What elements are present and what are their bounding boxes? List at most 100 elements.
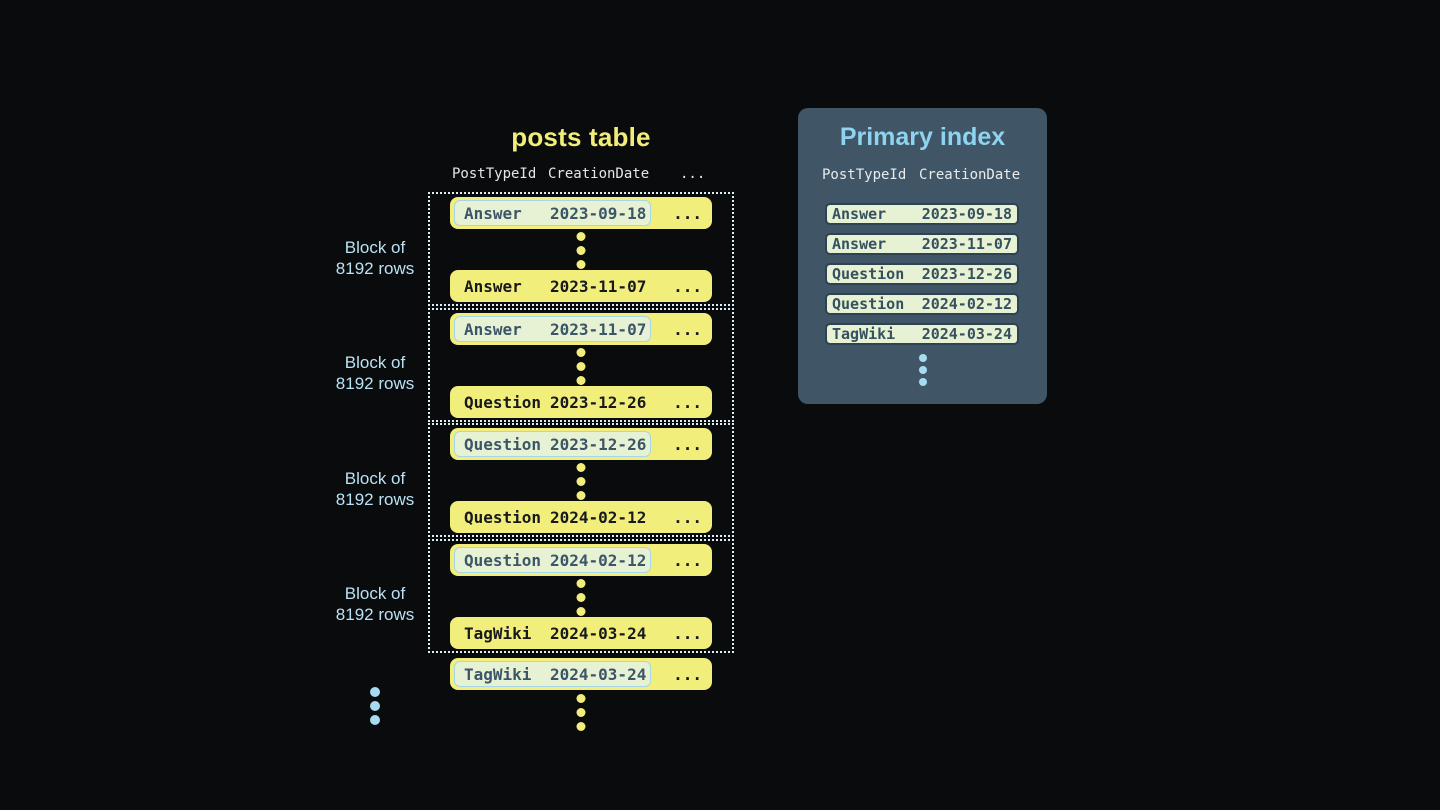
row-block: Question 2023-12-26 ... Question 2024-02… bbox=[428, 423, 734, 537]
row-posttypeid: Question bbox=[464, 550, 542, 570]
column-header-posttypeid: PostTypeId bbox=[452, 166, 537, 182]
row-block: Question 2024-02-12 ... TagWiki 2024-03-… bbox=[428, 539, 734, 653]
table-row: Answer 2023-09-18 ... bbox=[450, 197, 712, 229]
block-label: Block of 8192 rows bbox=[300, 352, 450, 394]
row-posttypeid: TagWiki bbox=[464, 664, 532, 684]
block-label: Block of 8192 rows bbox=[300, 583, 450, 625]
dot bbox=[576, 579, 586, 588]
dot bbox=[576, 694, 586, 703]
dot bbox=[370, 715, 380, 725]
block-label-line2: 8192 rows bbox=[335, 259, 415, 278]
row-highlight-box: Question 2023-12-26 bbox=[454, 431, 651, 457]
index-posttypeid: Answer bbox=[832, 205, 887, 223]
block-label-line1: Block of bbox=[344, 353, 406, 372]
dot bbox=[918, 366, 927, 374]
row-creationdate: 2024-03-24 bbox=[550, 664, 647, 684]
table-row: Question 2023-12-26 ... bbox=[450, 386, 712, 418]
row-highlight-box: Question 2024-02-12 bbox=[454, 547, 651, 573]
row-posttypeid: Question bbox=[464, 507, 542, 527]
row-creationdate: 2024-03-24 bbox=[550, 623, 647, 643]
dot bbox=[576, 376, 586, 385]
row-highlight-box: Answer 2023-09-18 bbox=[454, 200, 651, 226]
row-ellipsis: ... bbox=[673, 507, 702, 527]
index-row: Answer 2023-11-07 bbox=[825, 233, 1019, 255]
index-continues-dots bbox=[918, 354, 927, 386]
table-row: TagWiki 2024-03-24 ... bbox=[450, 658, 712, 690]
dot bbox=[576, 348, 586, 357]
column-header-more: ... bbox=[680, 166, 706, 182]
block-label-line1: Block of bbox=[344, 469, 406, 488]
dot bbox=[576, 593, 586, 602]
table-row: Question 2023-12-26 ... bbox=[450, 428, 712, 460]
row-posttypeid: Question bbox=[464, 434, 542, 454]
row-creationdate: 2023-11-07 bbox=[550, 276, 647, 296]
table-row: Question 2024-02-12 ... bbox=[450, 501, 712, 533]
index-posttypeid: Question bbox=[832, 295, 905, 313]
row-block: Answer 2023-11-07 ... Question 2023-12-2… bbox=[428, 308, 734, 422]
primary-index-title: Primary index bbox=[839, 123, 1006, 151]
blocks-continue-dots bbox=[370, 687, 380, 725]
row-ellipsis: ... bbox=[673, 664, 702, 684]
dot bbox=[576, 722, 586, 731]
row-block: Answer 2023-09-18 ... Answer 2023-11-07 … bbox=[428, 192, 734, 306]
row-creationdate: 2023-12-26 bbox=[550, 392, 647, 412]
row-posttypeid: TagWiki bbox=[464, 623, 532, 643]
row-posttypeid: Question bbox=[464, 392, 542, 412]
row-text-box: TagWiki 2024-03-24 bbox=[454, 620, 651, 646]
index-column-headers: PostTypeId CreationDate bbox=[798, 167, 1047, 185]
dot bbox=[576, 607, 586, 616]
row-highlight-box: TagWiki 2024-03-24 bbox=[454, 661, 651, 687]
block-label: Block of 8192 rows bbox=[300, 237, 450, 279]
index-row: Question 2023-12-26 bbox=[825, 263, 1019, 285]
row-creationdate: 2023-11-07 bbox=[550, 319, 647, 339]
rows-ellipsis-dots bbox=[576, 579, 586, 616]
rows-ellipsis-dots bbox=[576, 348, 586, 385]
dot bbox=[918, 378, 927, 386]
dot bbox=[576, 362, 586, 371]
table-row: Answer 2023-11-07 ... bbox=[450, 313, 712, 345]
row-ellipsis: ... bbox=[673, 550, 702, 570]
row-ellipsis: ... bbox=[673, 276, 702, 296]
index-posttypeid: TagWiki bbox=[832, 325, 896, 343]
index-creationdate: 2024-03-24 bbox=[921, 325, 1012, 343]
dot bbox=[370, 687, 380, 697]
row-text-box: Question 2024-02-12 bbox=[454, 504, 651, 530]
block-label: Block of 8192 rows bbox=[300, 468, 450, 510]
block-label-line2: 8192 rows bbox=[335, 490, 415, 509]
index-creationdate: 2023-11-07 bbox=[921, 235, 1012, 253]
posts-column-headers: PostTypeId CreationDate ... bbox=[452, 166, 734, 184]
row-posttypeid: Answer bbox=[464, 203, 522, 223]
table-row: Question 2024-02-12 ... bbox=[450, 544, 712, 576]
block-label-line1: Block of bbox=[344, 584, 406, 603]
dot bbox=[576, 463, 586, 472]
row-creationdate: 2023-12-26 bbox=[550, 434, 647, 454]
row-creationdate: 2023-09-18 bbox=[550, 203, 647, 223]
table-row: TagWiki 2024-03-24 ... bbox=[450, 617, 712, 649]
index-row: Question 2024-02-12 bbox=[825, 293, 1019, 315]
index-creationdate: 2023-09-18 bbox=[921, 205, 1012, 223]
index-row: TagWiki 2024-03-24 bbox=[825, 323, 1019, 345]
column-header-creationdate: CreationDate bbox=[919, 167, 1021, 183]
index-creationdate: 2023-12-26 bbox=[921, 265, 1012, 283]
row-ellipsis: ... bbox=[673, 203, 702, 223]
rows-ellipsis-dots bbox=[576, 463, 586, 500]
dot bbox=[370, 701, 380, 711]
rows-ellipsis-dots bbox=[576, 232, 586, 269]
dot bbox=[576, 477, 586, 486]
row-ellipsis: ... bbox=[673, 319, 702, 339]
block-label-line2: 8192 rows bbox=[335, 374, 415, 393]
row-posttypeid: Answer bbox=[464, 276, 522, 296]
block-label-line1: Block of bbox=[344, 238, 406, 257]
row-posttypeid: Answer bbox=[464, 319, 522, 339]
row-creationdate: 2024-02-12 bbox=[550, 507, 647, 527]
row-highlight-box: Answer 2023-11-07 bbox=[454, 316, 651, 342]
dot bbox=[576, 246, 586, 255]
block-label-line2: 8192 rows bbox=[335, 605, 415, 624]
row-ellipsis: ... bbox=[673, 392, 702, 412]
dot bbox=[576, 260, 586, 269]
dot bbox=[576, 491, 586, 500]
dot bbox=[576, 708, 586, 717]
column-header-creationdate: CreationDate bbox=[548, 166, 650, 182]
row-ellipsis: ... bbox=[673, 434, 702, 454]
